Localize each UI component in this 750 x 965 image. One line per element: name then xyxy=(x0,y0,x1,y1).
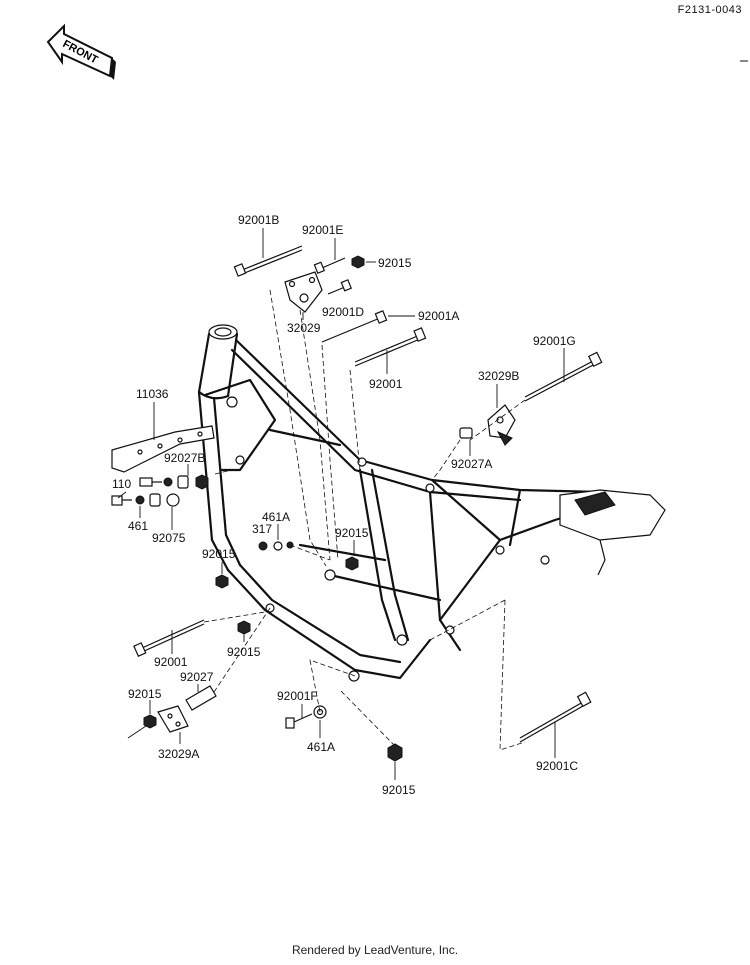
nut-92015-mid xyxy=(345,556,359,571)
bracket-32029a xyxy=(127,705,189,739)
callout-461a-lower: 461A xyxy=(307,740,335,754)
callout-92015-top: 92015 xyxy=(378,256,412,270)
callout-92027b: 92027B xyxy=(164,451,205,465)
callout-92027a: 92027A xyxy=(451,457,492,471)
callout-32029: 32029 xyxy=(287,321,321,335)
callout-92001e: 92001E xyxy=(302,223,343,237)
leader-lines xyxy=(117,228,565,780)
bolt-92001-upper xyxy=(354,327,427,367)
diagram-code: F2131-0043 xyxy=(677,4,742,16)
footer-credit: Rendered by LeadVenture, Inc. xyxy=(291,943,459,957)
nut-92015-bottom xyxy=(387,743,403,762)
callout-92001g: 92001G xyxy=(533,334,576,348)
callout-92015-lower-left: 92015 xyxy=(227,645,261,659)
callout-92015-mid: 92015 xyxy=(335,526,369,540)
callout-92001b: 92001B xyxy=(238,213,279,227)
callout-11036: 11036 xyxy=(136,387,169,401)
nut-92015-lower-left xyxy=(237,620,251,635)
callout-92001d: 92001D xyxy=(322,305,364,319)
callout-92075: 92075 xyxy=(152,531,186,545)
hardware-row xyxy=(111,474,209,507)
bolt-92001-lower xyxy=(133,619,205,657)
bracket-32029b xyxy=(487,404,516,446)
collar-92027a xyxy=(459,427,473,439)
callout-92001f: 92001F xyxy=(277,689,318,703)
callout-92027: 92027 xyxy=(180,670,214,684)
callout-461a-upper: 461A xyxy=(262,510,290,524)
callout-92015-bottom: 92015 xyxy=(382,783,416,797)
bolt-92001a xyxy=(321,310,388,343)
callout-32029b: 32029B xyxy=(478,369,519,383)
frame-assembly xyxy=(197,324,666,682)
callout-92001-lower: 92001 xyxy=(154,655,188,669)
callout-92001c: 92001C xyxy=(536,759,578,773)
bracket-32029 xyxy=(284,271,323,313)
callout-32029a: 32029A xyxy=(158,747,199,761)
bolt-92001c xyxy=(519,691,592,743)
callout-110: 110 xyxy=(112,477,131,491)
nut-92015-top xyxy=(351,255,365,269)
clamp-317 xyxy=(258,541,294,551)
bolt-92001b xyxy=(233,245,303,277)
nut-92015-left xyxy=(215,574,229,589)
callout-317: 317 xyxy=(252,522,272,536)
callout-92015-left: 92015 xyxy=(202,547,236,561)
front-arrow-icon: FRONT xyxy=(46,23,116,80)
callout-92001-upper: 92001 xyxy=(369,377,403,391)
bolt-92001g xyxy=(524,351,603,402)
bracket-11036 xyxy=(111,425,215,473)
collar-92027 xyxy=(185,685,217,711)
callout-92001a: 92001A xyxy=(418,309,459,323)
callout-461: 461 xyxy=(128,519,148,533)
bolt-92001e xyxy=(313,257,346,274)
callout-92015-bottom-left: 92015 xyxy=(128,687,162,701)
bolt-92001d xyxy=(327,279,352,295)
frame-diagram: FRONT xyxy=(46,23,748,797)
